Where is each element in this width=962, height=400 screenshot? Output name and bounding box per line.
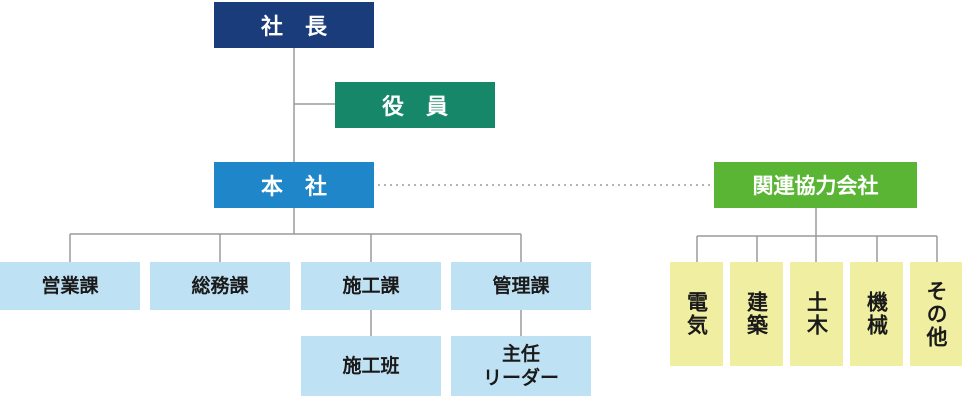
officers-label: 役員	[381, 95, 470, 120]
affiliate-civil-box: 土木	[790, 262, 843, 366]
dept-general-affairs-box: 総務課	[150, 262, 290, 310]
construction-team-box: 施工班	[301, 336, 441, 396]
affiliate-architecture-label: 建築	[744, 291, 769, 337]
dept-general-affairs-label: 総務課	[191, 275, 249, 297]
officers-box: 役員	[335, 82, 495, 128]
head-office-label: 本社	[260, 175, 349, 200]
president-label: 社長	[260, 15, 349, 40]
dept-management-label: 管理課	[492, 275, 550, 297]
affiliates-label: 関連協力会社	[752, 174, 879, 198]
chief-leader-box: 主任 リーダー	[451, 336, 591, 396]
affiliate-electrical-label: 電気	[684, 291, 709, 337]
dept-sales-box: 営業課	[0, 262, 140, 310]
chief-leader-label-line2: リーダー	[482, 367, 559, 389]
dept-sales-label: 営業課	[41, 275, 99, 297]
affiliate-machinery-label: 機械	[864, 291, 889, 337]
affiliate-machinery-box: 機械	[850, 262, 903, 366]
dept-management-box: 管理課	[451, 262, 591, 310]
chief-leader-label-line1: 主任	[501, 343, 540, 365]
construction-team-label: 施工班	[342, 355, 400, 377]
dept-construction-label: 施工課	[342, 275, 400, 297]
president-box: 社長	[214, 2, 374, 48]
affiliate-architecture-box: 建築	[730, 262, 783, 366]
affiliate-civil-label: 土木	[804, 291, 829, 337]
affiliate-other-box: その他	[910, 262, 962, 366]
head-office-box: 本社	[214, 162, 374, 208]
affiliate-electrical-box: 電気	[670, 262, 723, 366]
affiliates-box: 関連協力会社	[714, 162, 917, 208]
dept-construction-box: 施工課	[301, 262, 441, 310]
affiliate-other-label: その他	[924, 279, 948, 349]
